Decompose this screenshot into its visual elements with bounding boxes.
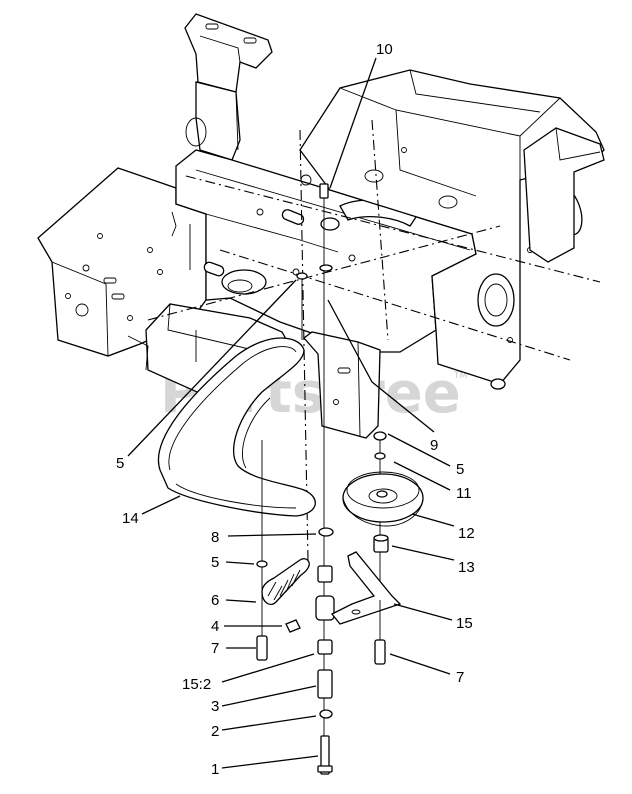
- callout-1: 1: [211, 761, 219, 778]
- callout-15-2: 15:2: [182, 676, 211, 693]
- callout-4: 4: [211, 618, 219, 635]
- callout-9: 9: [430, 437, 438, 454]
- callout-2: 2: [211, 723, 219, 740]
- callout-7-left: 7: [211, 640, 219, 657]
- callout-13: 13: [458, 559, 475, 576]
- idler-arm: [330, 551, 402, 665]
- callout-3: 3: [211, 698, 219, 715]
- callout-15: 15: [456, 615, 473, 632]
- callout-5-upper-left: 5: [116, 455, 124, 472]
- left-bolt-stack: [256, 272, 308, 661]
- callout-8: 8: [211, 529, 219, 546]
- callout-6: 6: [211, 592, 219, 609]
- callout-12: 12: [458, 525, 475, 542]
- mower-frame: [37, 13, 605, 439]
- callout-5-right: 5: [456, 461, 464, 478]
- leader-lines: [127, 57, 455, 769]
- hardware-4: [285, 619, 301, 633]
- drive-belt: [157, 337, 316, 517]
- callout-10: 10: [376, 41, 393, 58]
- callout-5-left: 5: [211, 554, 219, 571]
- callout-11: 11: [456, 485, 472, 502]
- tension-spring: [261, 558, 310, 606]
- callout-14: 14: [122, 510, 139, 527]
- callout-7-right: 7: [456, 669, 464, 686]
- idler-pulley-group: [342, 431, 424, 600]
- center-shaft-stack: [315, 183, 335, 775]
- watermark-trademark: TM: [453, 371, 467, 381]
- callout-labels: 10 9 5 5 11 12 13 14 8 5 6 4 15 7 7 15:2…: [116, 41, 475, 778]
